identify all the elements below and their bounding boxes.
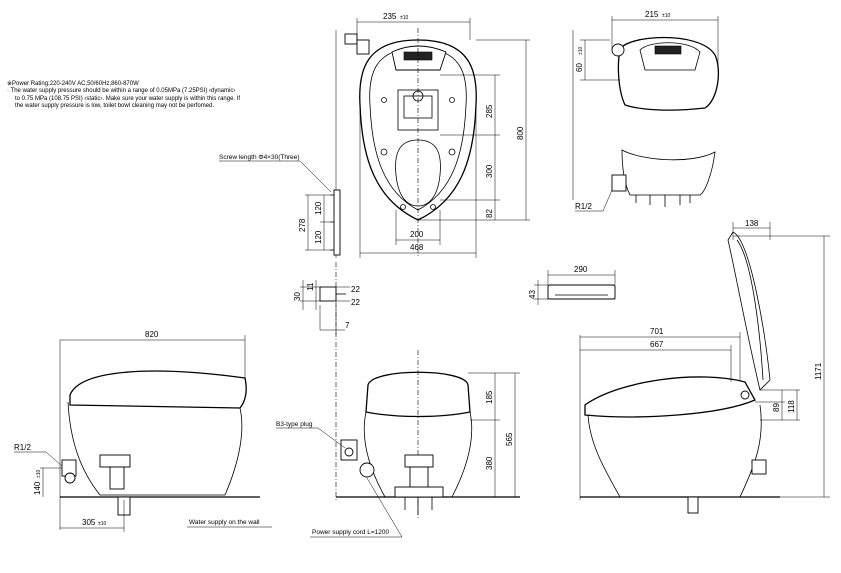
screw-length-label: Screw length Φ4×30(Three)	[219, 154, 300, 161]
pressure-note-line-3: the water supply pressure is low, toilet…	[15, 103, 215, 110]
dim-305-tolerance: ±10	[98, 521, 107, 527]
dim-118: 118	[787, 400, 796, 413]
dim-701: 701	[650, 327, 664, 336]
dim-120-upper: 120	[314, 201, 323, 215]
bracket-detail: Screw length Φ4×30(Three) 278 120 120	[219, 154, 341, 256]
specification-notes: ※Power Rating:220-240V AC,50/60Hz,860-87…	[7, 81, 240, 111]
remote-detail: 290 43	[528, 265, 616, 305]
b3-plug-label: B3-type plug	[276, 421, 313, 428]
dim-82: 82	[485, 209, 494, 218]
dim-800: 800	[516, 126, 525, 140]
dim-60-tolerance: ±10	[578, 46, 584, 55]
dim-305: 305	[82, 518, 96, 527]
dim-278: 278	[298, 218, 307, 232]
dim-138: 138	[745, 219, 759, 228]
tank-side-view: 215 ±10 60 ±10 R1/2	[572, 10, 719, 212]
dim-1171: 1171	[814, 362, 823, 380]
dim-22-lower: 22	[351, 298, 360, 307]
dim-185: 185	[485, 390, 494, 404]
dim-200: 200	[410, 230, 424, 239]
dim-565: 565	[505, 432, 514, 446]
power-cord-label: Power supply cord L=1200	[312, 529, 390, 536]
dim-140: 140	[33, 481, 42, 495]
dim-667: 667	[650, 340, 664, 349]
dim-235-tolerance: ±10	[400, 15, 409, 21]
r12-top-label: R1/2	[575, 202, 592, 211]
dim-380: 380	[485, 456, 494, 470]
dim-30: 30	[293, 292, 302, 301]
r12-left-label: R1/2	[14, 443, 31, 452]
dim-120-lower: 120	[314, 230, 323, 244]
front-view: B3-type plug Power supply cord L=1200 18…	[276, 262, 520, 538]
dim-290: 290	[574, 265, 588, 274]
dim-235: 235	[383, 12, 397, 21]
right-side-view: 138 701 667 1171 89 118	[579, 219, 830, 514]
dim-7: 7	[345, 321, 350, 330]
dim-285: 285	[485, 104, 494, 118]
left-side-view: 820 R1/2 140 ±10 305 ±10 Water supply on…	[14, 330, 272, 532]
dim-468: 468	[410, 243, 424, 252]
dim-60: 60	[575, 63, 584, 72]
pressure-note-line-2: to 0.75 MPa (108.75 PSI) ‹static›. Make …	[15, 95, 241, 102]
pressure-note-line-1: · The water supply pressure should be wi…	[7, 88, 236, 95]
dim-22-upper: 22	[351, 285, 360, 294]
dim-215-tolerance: ±10	[662, 13, 671, 19]
water-supply-wall-label: Water supply on the wall	[189, 519, 260, 526]
dim-89: 89	[772, 403, 781, 412]
plate-detail: 30 11 22 22 7	[293, 280, 360, 335]
dim-820: 820	[145, 330, 159, 339]
dim-140-tolerance: ±10	[36, 469, 42, 478]
dim-215: 215	[645, 10, 659, 19]
dim-43: 43	[528, 290, 537, 299]
dim-11: 11	[306, 282, 315, 291]
power-rating-note: ※Power Rating:220-240V AC,50/60Hz,860-87…	[7, 81, 139, 87]
dim-300: 300	[485, 164, 494, 178]
plan-view: 235 ±10 285 300 82 800 200 468	[335, 12, 530, 258]
